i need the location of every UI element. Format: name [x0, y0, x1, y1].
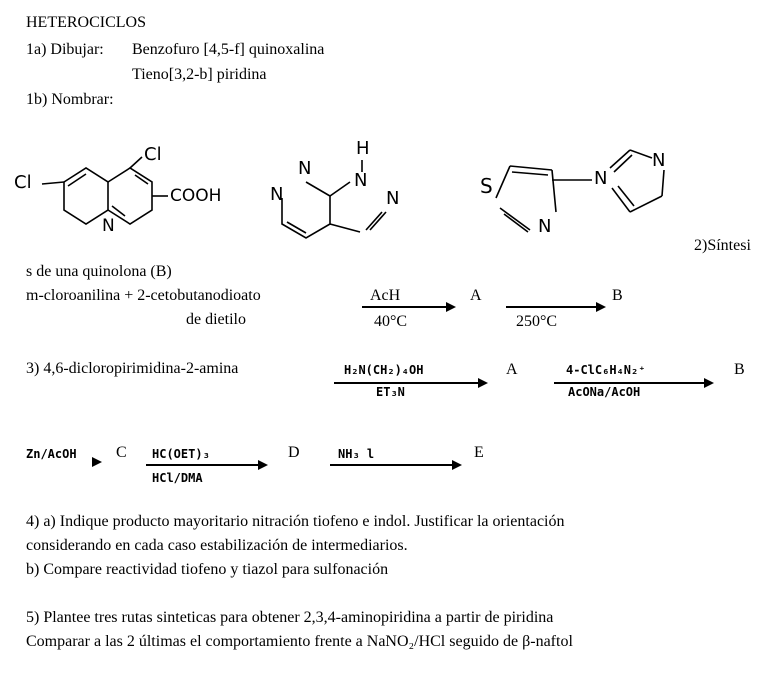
- q3-product-c: C: [116, 444, 127, 461]
- q2-reactants-line2: de dietilo: [186, 311, 246, 328]
- q3-arrow4-top: HC(OET)₃: [152, 447, 210, 461]
- reaction-arrow: [334, 378, 488, 388]
- q2-arrow2-bottom: 250°C: [516, 313, 558, 330]
- nitrogen-label: N: [538, 216, 552, 237]
- sulfur-label: S: [480, 174, 493, 198]
- cooh-label: COOH: [170, 186, 222, 206]
- chlorine-label: Cl: [144, 144, 162, 165]
- nitrogen-label: N: [298, 158, 312, 179]
- nitrogen-label: N: [386, 188, 400, 209]
- reaction-arrow: [146, 460, 268, 470]
- nitrogen-label: N: [102, 216, 115, 236]
- q2-reactants-line1: m-cloroanilina + 2-cetobutanodioato: [26, 287, 261, 304]
- reaction-arrow: [330, 460, 462, 470]
- q1a-item-benzofuro: Benzofuro [4,5-f] quinoxalina: [132, 41, 325, 58]
- q3-product-d: D: [288, 444, 300, 461]
- q4-line3: b) Compare reactividad tiofeno y tiazol …: [26, 561, 389, 578]
- q3-arrow2-bottom: AcONa/AcOH: [568, 385, 641, 399]
- hydrogen-label: H: [356, 138, 370, 159]
- reaction-arrow: [506, 302, 606, 312]
- nitrogen-label: N: [270, 184, 284, 205]
- q2-line1: s de una quinolona (B): [26, 263, 172, 280]
- q3-arrow5-top: NH₃ l: [338, 447, 375, 461]
- q1a-prefix: 1a) Dibujar:: [26, 41, 104, 58]
- q2-arrow1-top: AcH: [370, 287, 401, 304]
- q5-line2: Comparar a las 2 últimas el comportamien…: [26, 633, 573, 650]
- q3-label: 3) 4,6-dicloropirimidina-2-amina: [26, 360, 239, 377]
- q4-line1: 4) a) Indique producto mayoritario nitra…: [26, 513, 565, 530]
- q3-product-e: E: [474, 444, 484, 461]
- q2-arrow1-bottom: 40°C: [374, 313, 408, 330]
- nitrogen-label: N: [594, 168, 608, 189]
- q3-product-b: B: [734, 361, 745, 378]
- reaction-arrow: [362, 302, 456, 312]
- q2-label-end: 2)Síntesi: [694, 237, 751, 254]
- nitrogen-label: N: [354, 170, 368, 191]
- q3-arrow1-top: H₂N(CH₂)₄OH: [344, 363, 424, 377]
- q2-product-b: B: [612, 287, 623, 304]
- q5-line1: 5) Plantee tres rutas sinteticas para ob…: [26, 609, 554, 626]
- nitrogen-label: N: [652, 150, 666, 171]
- q4-line2: considerando en cada caso estabilización…: [26, 537, 408, 554]
- q3-arrow3-top: Zn/AcOH: [26, 447, 77, 461]
- q3-arrow1-bottom: ET₃N: [376, 385, 405, 399]
- chlorine-label: Cl: [14, 172, 32, 193]
- q3-arrow4-bottom: HCl/DMA: [152, 471, 203, 485]
- q2-product-a: A: [470, 287, 482, 304]
- reaction-arrow: [554, 378, 714, 388]
- q1a-item-tieno: Tieno[3,2-b] piridina: [132, 66, 267, 83]
- q3-arrow2-top: 4-ClC₆H₄N₂⁺: [566, 363, 646, 377]
- q3-product-a: A: [506, 361, 518, 378]
- q1b-label: 1b) Nombrar:: [26, 91, 114, 108]
- heading: HETEROCICLOS: [26, 14, 146, 31]
